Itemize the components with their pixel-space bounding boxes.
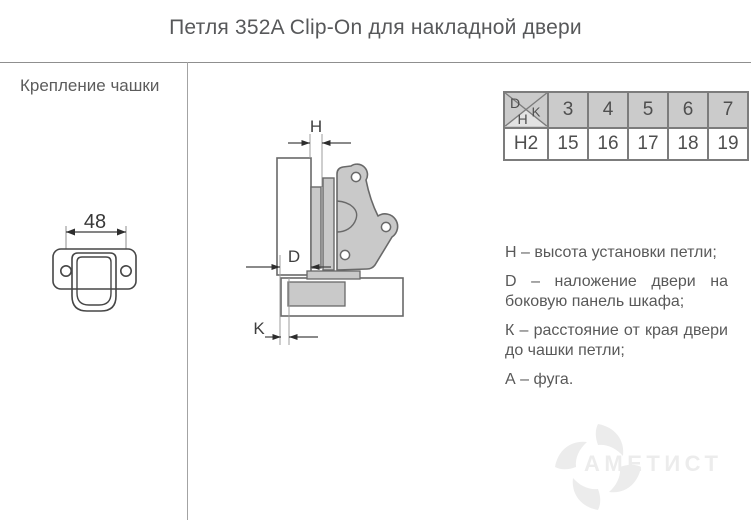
cup-outer-wall (71, 252, 117, 312)
ametist-logo: АМЕТИСТ (555, 424, 722, 510)
screw-hole (59, 265, 72, 278)
table-value-cell: 18 (667, 127, 709, 161)
k-dimension-label: K (253, 319, 265, 338)
corner-bottom-triangle (505, 109, 547, 127)
legend-item-k: К – расстояние от края двери до чашки пе… (505, 322, 728, 359)
mounting-plate-strip (310, 186, 322, 269)
hinge-hole (339, 249, 351, 261)
hinge-section-drawing: H D K (246, 117, 404, 345)
table-value-cell: 19 (707, 127, 749, 161)
page-title: Петля 352A Clip-On для накладной двери (169, 16, 582, 39)
table-header-row: D K H 3 4 5 6 7 (503, 91, 749, 129)
hinge-cam-curve (336, 200, 358, 233)
arrowhead-icon (271, 264, 280, 270)
legend-item-d: D – наложение двери на боковую панель шк… (505, 273, 728, 310)
pinwheel-icon (555, 424, 641, 510)
hinge-body (336, 163, 399, 271)
arrowhead-icon (272, 334, 281, 340)
arrowhead-icon (322, 140, 331, 146)
hinge-hole (350, 171, 362, 183)
table-row-label: H2 (503, 127, 549, 161)
spec-table: D K H 3 4 5 6 7 H2 15 16 17 18 19 (503, 91, 749, 161)
cup-mounting-drawing: 48 (52, 211, 137, 312)
legend-item-h: H – высота установки петли; (505, 244, 717, 261)
title-divider (0, 62, 751, 63)
d-dimension-label: D (288, 247, 300, 266)
corner-d-label: D (510, 96, 520, 112)
side-panel (276, 157, 312, 276)
cup-mounting-heading: Крепление чашки (20, 76, 160, 95)
table-value-cell: 17 (627, 127, 669, 161)
cup-inner-wall (76, 256, 112, 306)
table-value-row: H2 15 16 17 18 19 (503, 127, 749, 161)
table-value-cell: 15 (547, 127, 589, 161)
dimension-legend: H – высота установки петли; D – наложени… (505, 243, 728, 399)
corner-k-label: K (532, 105, 541, 120)
corner-h-label: H (518, 112, 528, 127)
logo-text: АМЕТИСТ (584, 451, 722, 476)
table-header-cell: 4 (587, 91, 629, 129)
legend-item-a: А – фуга. (505, 371, 574, 388)
hinge-hole (380, 221, 392, 233)
h-dimension-label: H (310, 117, 322, 136)
table-corner-cell: D K H (503, 91, 549, 129)
screw-hole (120, 265, 133, 278)
cup-in-door (287, 281, 346, 307)
arrowhead-icon (117, 228, 126, 236)
corner-right-triangle (526, 93, 547, 127)
hinge-base-plate (306, 270, 361, 280)
cup-width-label: 48 (84, 211, 106, 233)
table-header-cell: 7 (707, 91, 749, 129)
hinge-arm-strip (322, 177, 335, 271)
table-header-cell: 5 (627, 91, 669, 129)
arrowhead-icon (311, 264, 320, 270)
table-header-cell: 3 (547, 91, 589, 129)
corner-diagonal (505, 93, 547, 127)
arrowhead-icon (66, 228, 75, 236)
arrowhead-icon (301, 140, 310, 146)
arrowhead-icon (289, 334, 298, 340)
column-divider (187, 62, 188, 520)
table-header-cell: 6 (667, 91, 709, 129)
table-value-cell: 16 (587, 127, 629, 161)
